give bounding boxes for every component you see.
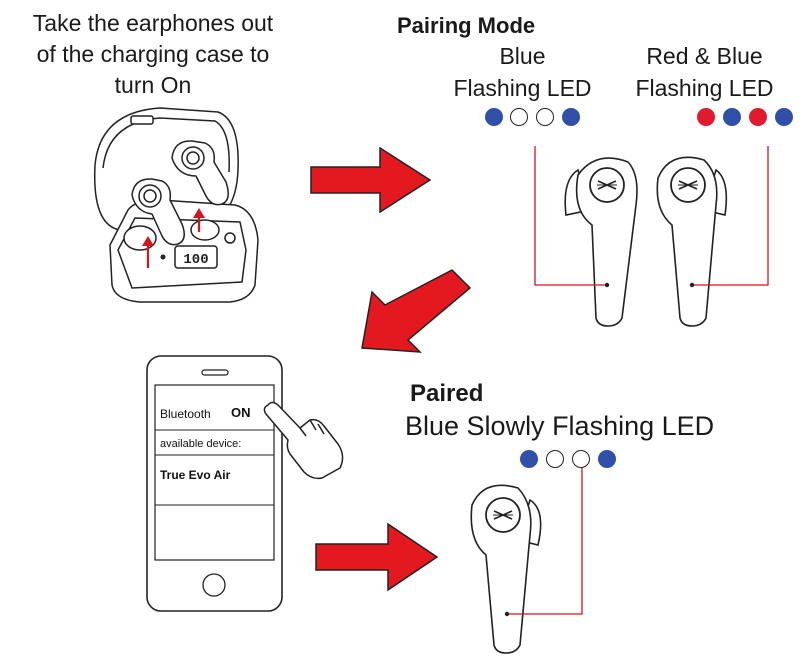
led-dot-blue: [562, 108, 580, 126]
pairing-earbud-left: [564, 157, 638, 327]
pairing-left-line2: Flashing LED: [453, 75, 592, 101]
case-battery-display: 100: [183, 252, 208, 268]
arrow-step1-to-pairing: [310, 146, 432, 214]
led-dot-blue: [598, 450, 616, 468]
led-dot-blue: [485, 108, 503, 126]
pairing-right-line1: Red & Blue: [646, 43, 763, 69]
led-dot-red: [749, 108, 767, 126]
led-indicator: [689, 282, 695, 288]
device-list-item[interactable]: True Evo Air: [160, 468, 231, 482]
led-dot-off: [572, 450, 590, 468]
pairing-right-label: Red & Blue Flashing LED: [622, 40, 787, 104]
bluetooth-toggle[interactable]: ON: [231, 405, 251, 420]
led-indicator: [504, 611, 510, 617]
pairing-right-line2: Flashing LED: [635, 75, 774, 101]
led-indicator: [604, 282, 610, 288]
smartphone-illustration: [146, 355, 283, 612]
step1-line3: turn On: [114, 72, 192, 98]
led-dot-blue: [520, 450, 538, 468]
arrow-pairing-to-phone: [361, 269, 472, 353]
led-dot-blue: [775, 108, 793, 126]
led-dot-red: [697, 108, 715, 126]
step1-line2: of the charging case to: [36, 41, 270, 67]
arrow-phone-to-paired: [315, 522, 439, 592]
pairing-left-line1: Blue: [499, 43, 546, 69]
pairing-mode-title: Pairing Mode: [397, 13, 536, 38]
led-dot-off: [510, 108, 528, 126]
paired-earbud: [470, 484, 542, 654]
step1-instruction: Take the earphones out of the charging c…: [8, 8, 298, 101]
led-dot-off: [546, 450, 564, 468]
led-dot-blue: [723, 108, 741, 126]
step1-line1: Take the earphones out: [32, 10, 274, 36]
lift-arrows: [142, 208, 205, 268]
charging-case-illustration: 100: [93, 107, 259, 303]
pointing-hand-icon: [263, 401, 344, 480]
pairing-left-label: Blue Flashing LED: [440, 40, 605, 104]
led-dot-off: [536, 108, 554, 126]
paired-title: Paired: [410, 380, 484, 407]
paired-subtitle: Blue Slowly Flashing LED: [405, 411, 715, 441]
available-devices-label: available device:: [160, 438, 242, 450]
bluetooth-label: Bluetooth: [160, 407, 211, 421]
led-leader-lines: [534, 146, 769, 286]
pairing-earbud-right: [656, 156, 728, 327]
paired-leader-line: [508, 468, 583, 615]
